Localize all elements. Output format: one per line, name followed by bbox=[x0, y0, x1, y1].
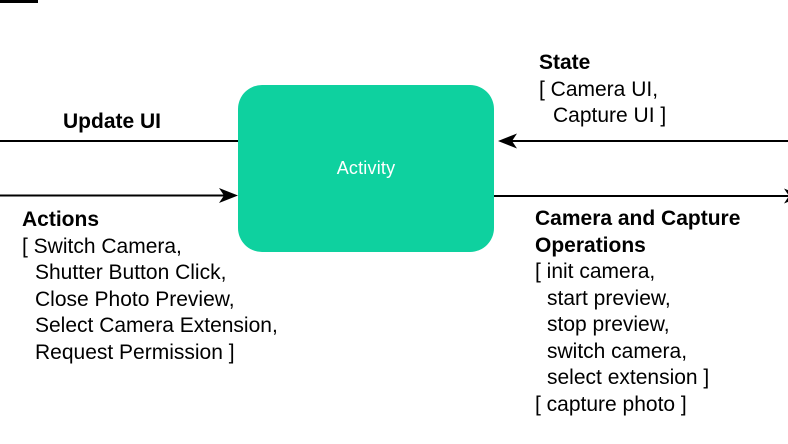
activity-box: Activity bbox=[238, 85, 494, 252]
state-item: Capture UI ] bbox=[553, 104, 667, 127]
actions-arrowhead bbox=[219, 188, 238, 203]
camera-ops-arrowhead-partial bbox=[784, 188, 788, 204]
camera-ops-item: [ capture photo ] bbox=[535, 392, 687, 416]
actions-item: [ Switch Camera, bbox=[22, 234, 182, 258]
actions-block: Actions [ Switch Camera, Shutter Button … bbox=[22, 207, 278, 366]
state-block: State [ Camera UI, Capture UI ] bbox=[539, 50, 666, 130]
camera-ops-item: stop preview, bbox=[547, 313, 670, 336]
state-arrowhead bbox=[498, 133, 517, 149]
activity-box-label: Activity bbox=[336, 158, 396, 178]
camera-ops-item: select extension ] bbox=[547, 366, 710, 389]
actions-heading: Actions bbox=[22, 208, 100, 231]
state-item: [ Camera UI, bbox=[539, 77, 659, 101]
camera-ops-block: Camera and Capture Operations [ init cam… bbox=[535, 206, 761, 418]
camera-ops-item: start preview, bbox=[547, 286, 671, 310]
actions-item: Close Photo Preview, bbox=[35, 287, 235, 311]
state-heading: State bbox=[539, 51, 591, 74]
camera-ops-item: switch camera, bbox=[547, 339, 688, 363]
update-ui-label: Update UI bbox=[63, 110, 162, 133]
actions-item: Request Permission ] bbox=[35, 340, 235, 364]
camera-ops-item: [ init camera, bbox=[535, 260, 656, 283]
actions-item: Shutter Button Click, bbox=[35, 261, 227, 284]
actions-item: Select Camera Extension, bbox=[35, 314, 278, 337]
camera-ops-heading: Camera and Capture Operations bbox=[535, 207, 741, 257]
cropped-line-fragment bbox=[0, 0, 38, 3]
